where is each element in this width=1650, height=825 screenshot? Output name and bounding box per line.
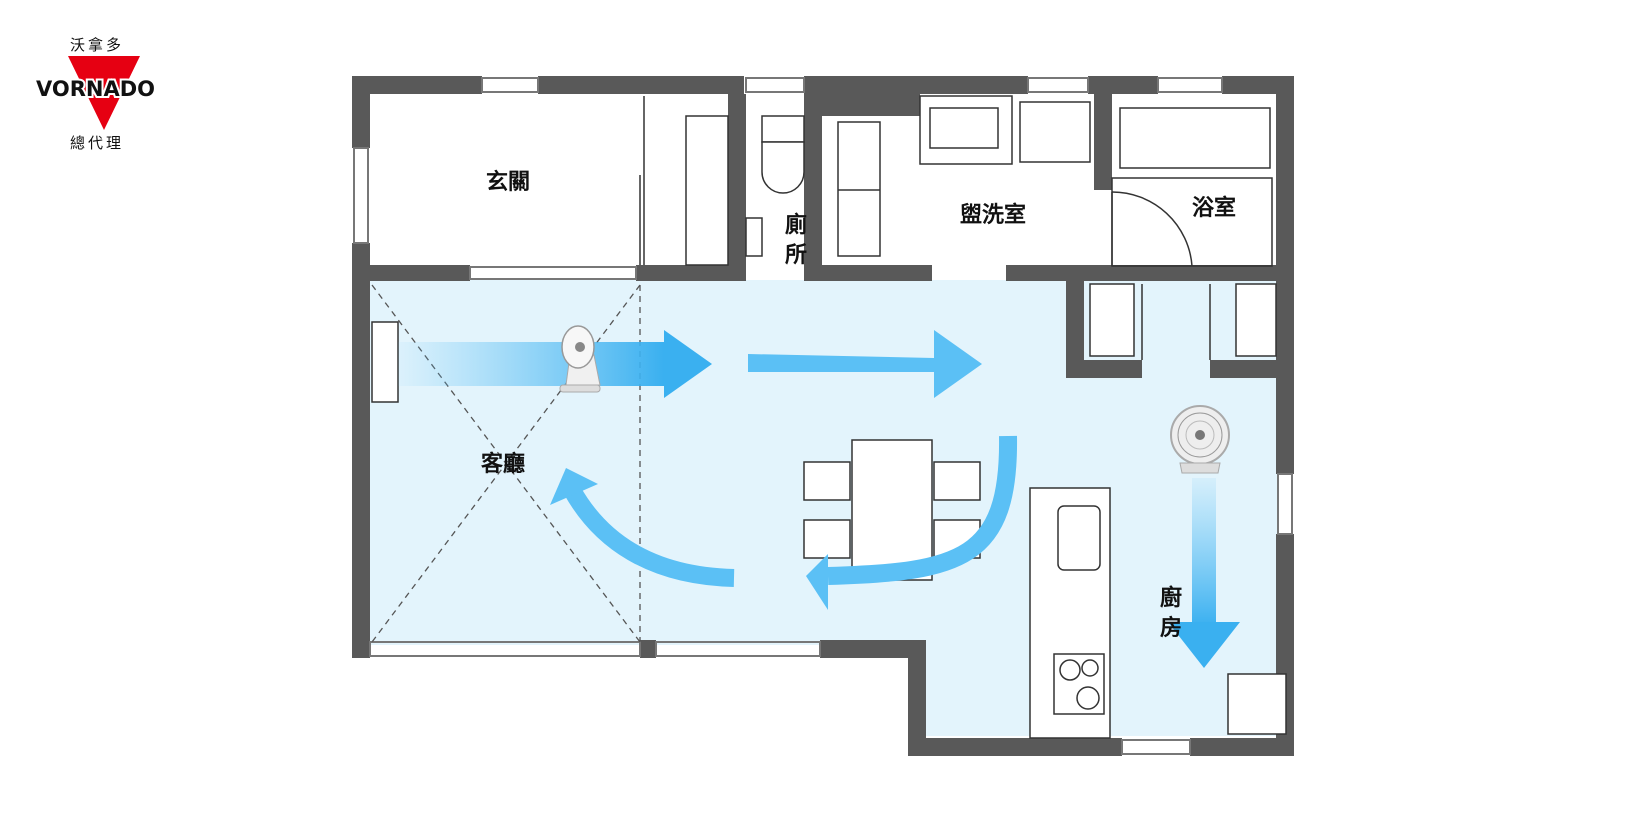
room-label-living-room: 客廳 [481,451,525,477]
room-label-toilet-2: 所 [785,243,807,268]
arrow-head-left [806,554,828,610]
air-circulator-fan-icon [559,325,601,393]
airflow-arrows [398,330,1240,668]
arrow-head-up-left [550,468,598,505]
logo-brand: VORNADO [36,77,155,101]
logo-v-shape [68,56,140,130]
room-label-kitchen-2: 房 [1160,615,1182,641]
curved-arrow-to-living [564,485,735,587]
arrow-right-2 [748,330,982,398]
air-circulator-fan-icon [1170,405,1230,474]
vornado-logo: 沃拿多 VORNADO 總代理 [34,36,157,152]
logo-tagline: 總代理 [70,134,124,152]
arrow-down [1168,622,1240,668]
room-label-washroom: 盥洗室 [960,202,1026,228]
fan-blow-stream [398,342,664,386]
curved-arrow-kitchen-to-dining [827,435,1018,585]
windows [353,77,1293,755]
room-label-kitchen-1: 廚 [1160,585,1182,611]
walls [352,76,1294,756]
arrow-right-1 [664,330,712,398]
fixtures [371,95,1287,739]
room-label-bathroom: 浴室 [1192,195,1236,221]
fan-blow-stream-kitchen [1192,478,1216,626]
room-label-entrance: 玄關 [486,169,530,195]
logo-chinese-name: 沃拿多 [70,36,124,54]
room-label-toilet-1: 廁 [785,212,807,238]
